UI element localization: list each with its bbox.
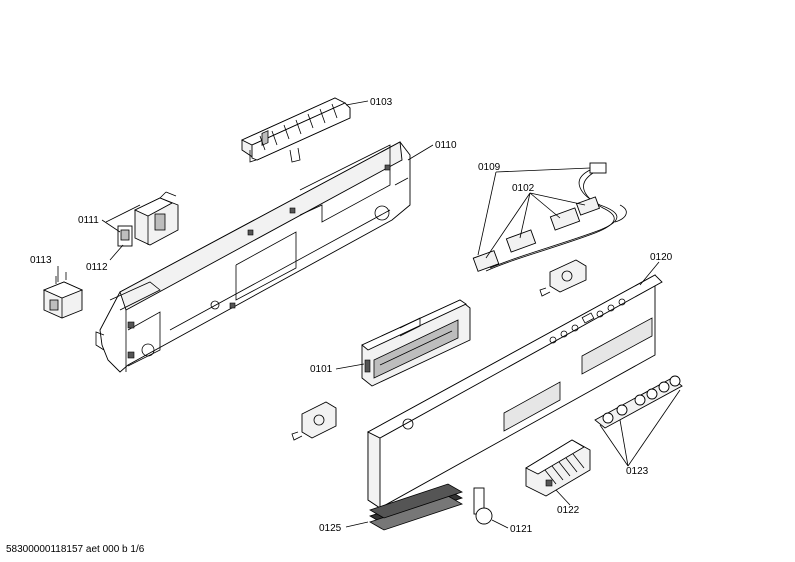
document-id: 58300000118157 aet 000 b 1/6	[6, 544, 145, 555]
part-0125-pads	[369, 483, 463, 531]
part-0123-button-set	[594, 375, 683, 429]
panel-buttons	[549, 298, 626, 344]
label-0125: 0125	[319, 523, 342, 534]
label-0123: 0123	[626, 466, 649, 477]
label-0103: 0103	[370, 97, 393, 108]
part-0110-frame	[95, 141, 411, 373]
label-0120: 0120	[650, 252, 673, 263]
label-0102: 0102	[512, 183, 535, 194]
leader-lines	[57, 100, 681, 529]
selector-ribs	[544, 453, 585, 485]
part-clip-upper	[539, 259, 587, 297]
label-0111: 0111	[78, 215, 99, 226]
part-0112-actuator	[117, 225, 133, 247]
label-0110: 0110	[435, 140, 457, 151]
label-0112: 0112	[86, 262, 108, 273]
terminal-pins	[259, 103, 338, 151]
part-0120-control-panel	[367, 274, 663, 509]
label-0121: 0121	[510, 524, 533, 535]
part-0122-selector	[525, 439, 591, 497]
part-0103-terminal-strip	[240, 97, 351, 163]
part-0101-display-module	[361, 299, 471, 387]
label-0109: 0109	[478, 162, 501, 173]
part-0111-switch	[133, 191, 179, 246]
part-0109-wiring-harness	[472, 162, 627, 272]
part-0113-relay	[42, 272, 84, 319]
label-0101: 0101	[310, 364, 333, 375]
part-clip-lower	[291, 401, 337, 441]
label-0113: 0113	[30, 255, 52, 266]
connector-blocks	[472, 196, 601, 272]
label-0122: 0122	[557, 505, 580, 516]
part-0121-knob	[473, 487, 493, 525]
